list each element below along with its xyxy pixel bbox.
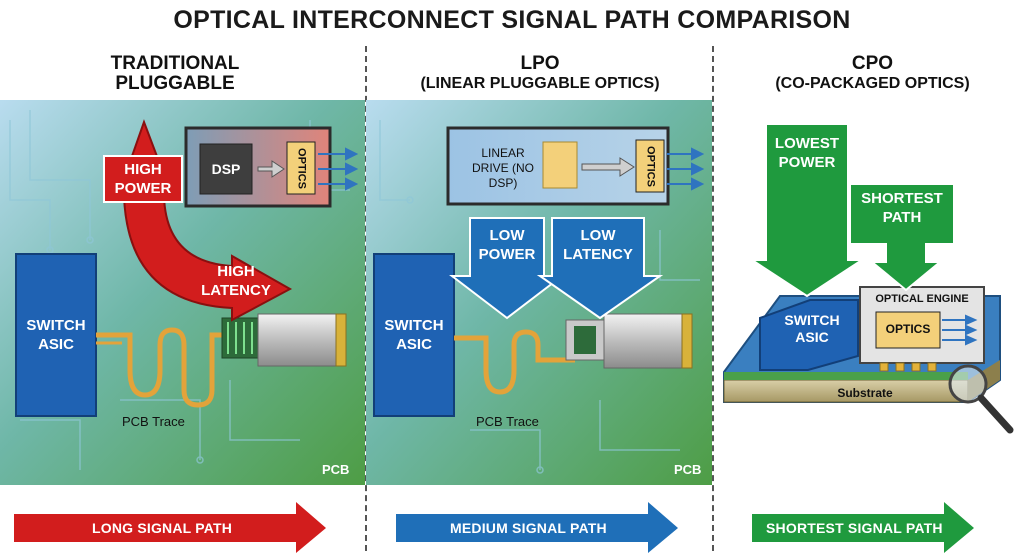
shortest-signal-path-label: SHORTEST SIGNAL PATH [766, 520, 943, 536]
long-signal-path-arrow [14, 502, 326, 553]
traditional-switch-asic-label: SWITCH ASIC [26, 317, 86, 353]
traditional-switch-asic [15, 253, 97, 417]
lpo-pcb-trace-label: PCB Trace [476, 414, 539, 429]
lpo-pluggable-connector [565, 313, 693, 369]
drive-to-optics-arrow [581, 157, 635, 177]
traditional-optics-block [286, 141, 316, 195]
shortest-path-label: SHORTEST PATH [861, 190, 943, 226]
lpo-switch-asic-label: SWITCH ASIC [384, 317, 444, 353]
lpo-pcb-trace [454, 329, 575, 395]
shortest-path-arrow [849, 183, 955, 292]
medium-signal-path-arrow [396, 502, 678, 553]
traditional-pcb-trace [96, 327, 232, 408]
lowest-power-arrow [748, 123, 866, 298]
dsp-to-optics-arrow [257, 160, 285, 178]
high-latency-label: HIGH LATENCY [201, 263, 271, 299]
traditional-optics-label: OPTICS [295, 148, 308, 189]
magnifier-icon [948, 364, 1014, 434]
lpo-pcb-label: PCB [674, 462, 702, 477]
shortest-signal-path-arrow [752, 502, 974, 553]
medium-signal-path-label: MEDIUM SIGNAL PATH [450, 520, 607, 536]
low-power-arrow [449, 217, 565, 320]
high-power-badge [103, 155, 183, 203]
linear-drive-chip [542, 141, 578, 189]
cpo-switch-asic [759, 299, 859, 371]
lpo-switch-asic [373, 253, 455, 417]
page-title: OPTICAL INTERCONNECT SIGNAL PATH COMPARI… [173, 6, 851, 34]
cpo-optics-block [875, 311, 941, 349]
dsp-chip [199, 143, 253, 195]
traditional-heading: TRADITIONAL PLUGGABLE [110, 53, 240, 94]
cpo-switch-asic-label: SWITCH ASIC [784, 312, 840, 345]
traditional-output-arrows [318, 147, 359, 191]
lowest-power-label: LOWEST POWER [774, 135, 840, 171]
lpo-optics-block [635, 139, 665, 193]
linear-drive-label: LINEAR DRIVE (NO DSP) [471, 146, 534, 190]
cpo-optics-label: OPTICS [885, 322, 931, 336]
dsp-label: DSP [211, 161, 241, 177]
traditional-pcb-trace-label: PCB Trace [122, 414, 185, 429]
substrate-label: Substrate [837, 386, 893, 400]
column-divider-2 [712, 46, 714, 551]
cpo-output-arrows [942, 314, 978, 346]
cpo-bumps [879, 362, 937, 372]
low-latency-label: LOW LATENCY [563, 227, 633, 263]
lpo-heading: LPO (LINEAR PLUGGABLE OPTICS) [420, 53, 660, 93]
high-power-label: HIGH POWER [114, 161, 172, 197]
lpo-output-arrows [667, 147, 705, 191]
low-latency-arrow [536, 217, 664, 320]
low-power-label: LOW POWER [478, 227, 536, 263]
lpo-optics-label: OPTICS [644, 146, 657, 187]
long-signal-path-label: LONG SIGNAL PATH [92, 520, 233, 536]
traditional-pluggable-connector [221, 313, 347, 367]
optical-engine-label: OPTICAL ENGINE [875, 293, 969, 305]
cpo-heading: CPO (CO-PACKAGED OPTICS) [775, 53, 970, 93]
traditional-pcb-label: PCB [322, 462, 350, 477]
